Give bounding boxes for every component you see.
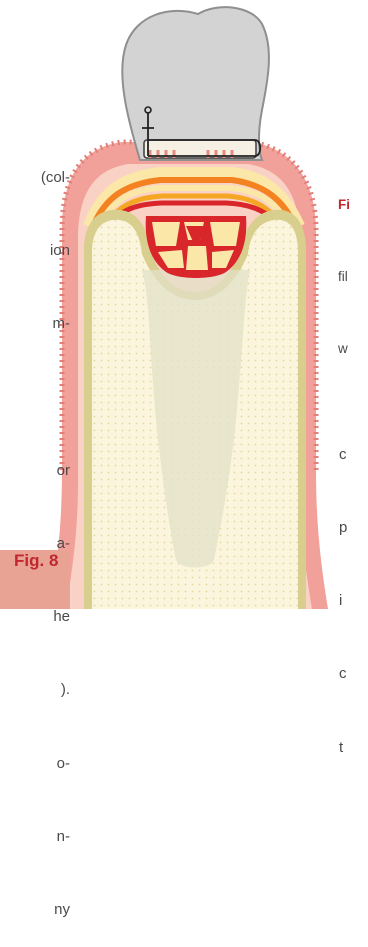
figure-caption-label: Fi xyxy=(338,193,368,217)
left-line: (col- xyxy=(0,166,70,190)
figure-caption-fragment: Fi fil w xyxy=(338,145,368,385)
right-text-fragment: c p i c t xyxy=(339,394,368,785)
right-line: c xyxy=(339,662,368,686)
left-line: ny xyxy=(0,898,70,922)
left-text-fragment: (col- ion m- or a- he ). o- n- ny xyxy=(0,117,70,947)
tooth-crown xyxy=(122,7,269,160)
right-line: i xyxy=(339,589,368,613)
left-line xyxy=(0,385,70,409)
right-line: c xyxy=(339,443,368,467)
left-line: o- xyxy=(0,752,70,776)
caption-line: w xyxy=(338,337,368,361)
left-line: m- xyxy=(0,312,70,336)
left-line: n- xyxy=(0,825,70,849)
left-line: ). xyxy=(0,678,70,702)
figure-label: Fig. 8 xyxy=(14,549,58,573)
left-line: or xyxy=(0,459,70,483)
right-line: p xyxy=(339,516,368,540)
left-line: ion xyxy=(0,239,70,263)
right-line: t xyxy=(339,736,368,760)
caption-line: fil xyxy=(338,265,368,289)
